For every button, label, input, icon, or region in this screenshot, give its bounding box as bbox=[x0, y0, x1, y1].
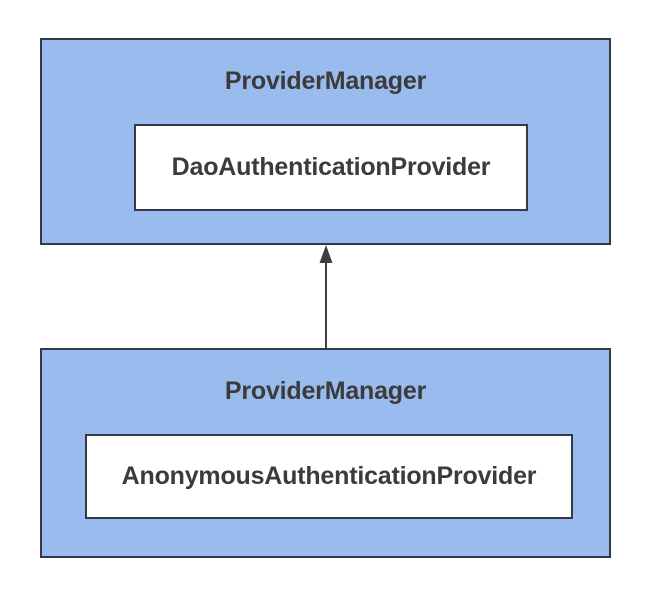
provider-manager-node-bottom: ProviderManager AnonymousAuthenticationP… bbox=[40, 348, 611, 558]
inner-box-label: DaoAuthenticationProvider bbox=[171, 153, 491, 181]
node-title: ProviderManager bbox=[224, 67, 427, 95]
node-title: ProviderManager bbox=[224, 377, 427, 405]
anonymous-authentication-provider-box: AnonymousAuthenticationProvider bbox=[85, 434, 573, 519]
inner-box-label: AnonymousAuthenticationProvider bbox=[121, 462, 537, 490]
up-arrow-connector bbox=[319, 245, 333, 348]
dao-authentication-provider-box: DaoAuthenticationProvider bbox=[134, 124, 528, 211]
arrow-head-icon bbox=[319, 245, 333, 263]
provider-manager-node-top: ProviderManager DaoAuthenticationProvide… bbox=[40, 38, 611, 245]
